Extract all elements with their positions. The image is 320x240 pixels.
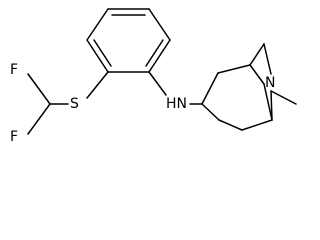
sulfur-atom-label: S xyxy=(70,96,79,112)
structure-diagram: F F S HN N xyxy=(10,8,297,145)
bridge-nitrogen-label: N xyxy=(265,75,275,91)
ring-bond xyxy=(263,83,273,121)
bond-n-methyl xyxy=(270,90,297,105)
bond-c-to-f-top xyxy=(27,73,51,105)
ring-bond xyxy=(270,90,273,121)
ring-bond xyxy=(218,119,243,131)
ring-bond xyxy=(86,39,109,73)
ring-bond xyxy=(201,103,220,121)
aromatic-double-bond xyxy=(145,39,164,67)
ring-bond xyxy=(249,64,265,85)
ring-bond xyxy=(148,39,171,73)
molecule-canvas: F F S HN N xyxy=(10,8,297,145)
bond-ring-to-nh xyxy=(148,71,167,96)
ring-bond xyxy=(148,8,171,41)
ring-bond xyxy=(249,43,265,66)
ring-bond xyxy=(201,72,219,105)
ring-bond xyxy=(241,119,273,131)
ring-bond xyxy=(86,8,109,41)
bond-ring-to-s xyxy=(86,71,109,99)
benzene-ring xyxy=(86,8,171,73)
ring-bond xyxy=(217,64,251,74)
fluorine-atom-label: F xyxy=(10,129,18,145)
aromatic-double-bond xyxy=(93,39,112,67)
bicyclic-ring xyxy=(201,43,297,131)
amine-nh-label: HN xyxy=(166,96,187,112)
ring-bond xyxy=(263,43,272,75)
fluorine-atom-label: F xyxy=(10,62,18,78)
bond-c-to-f-bottom xyxy=(27,103,51,135)
